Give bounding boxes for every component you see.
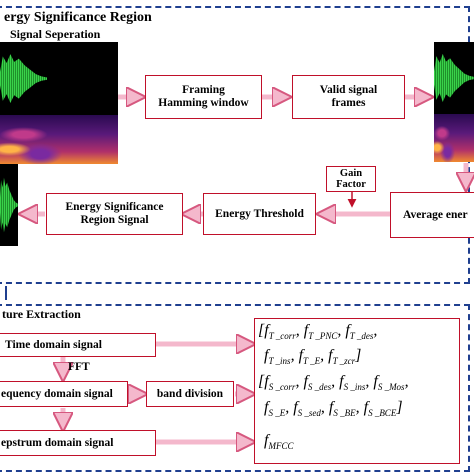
gain-factor-line1: Gain <box>339 168 363 179</box>
energy-threshold-label: Energy Threshold <box>215 207 304 220</box>
valid-frames-label-line1: Valid signal <box>319 84 378 96</box>
band-division-box: band division <box>146 381 234 407</box>
frames-spectrogram-image <box>434 42 474 162</box>
esr-label-line1: Energy Significance <box>65 201 164 213</box>
feature-s-corr: S _corr <box>268 382 296 393</box>
feature-set-box <box>254 318 460 464</box>
signal-separation-title-line2: Signal Seperation <box>10 27 101 41</box>
feature-s-mos: S _Mos <box>377 382 405 393</box>
signal-separation-title-line1: ergy Significance Region <box>4 10 152 25</box>
feature-t-e: T _E <box>303 356 321 367</box>
average-energy-label: Average ener <box>403 208 468 221</box>
frequency-domain-label: equency domain signal <box>1 387 113 400</box>
framing-box: Framing Hamming window <box>145 75 262 119</box>
valid-frames-label-line2: frames <box>331 97 366 109</box>
fft-label: FFT <box>68 361 90 373</box>
feature-s-be: S _BE <box>333 408 356 419</box>
feature-s-bce: S _BCE <box>368 408 397 419</box>
feature-t-corr: T _corr <box>268 331 296 342</box>
average-energy-box: Average ener <box>390 192 474 238</box>
time-domain-label: Time domain signal <box>5 338 102 351</box>
valid-frames-box: Valid signal frames <box>292 75 405 119</box>
feature-t-zcr: T _zcr <box>332 356 356 367</box>
gain-factor-box: Gain Factor <box>326 166 376 192</box>
energy-significance-region-box: Energy Significance Region Signal <box>46 193 183 235</box>
feature-s-e: S _E <box>268 408 286 419</box>
energy-threshold-box: Energy Threshold <box>203 193 316 235</box>
feature-row-1: [fT _corr, fT _PNC, fT _des, <box>258 322 378 342</box>
signal-separation-title: ergy Significance Region Signal Seperati… <box>4 10 152 42</box>
feature-extraction-panel <box>0 304 470 472</box>
feature-row-4: fS _E, fS _sed, fS _BE, fS _BCE] <box>264 399 403 419</box>
cepstrum-domain-label: epstrum domain signal <box>1 436 114 449</box>
framing-label-line2: Hamming window <box>158 97 249 109</box>
feature-t-pnc: T _PNC <box>308 331 338 342</box>
feature-row-2: fT _ins, fT _E, fT _zcr] <box>264 347 362 367</box>
feature-extraction-title: ture Extraction <box>2 306 81 322</box>
feature-t-ins: T _ins <box>268 356 291 367</box>
feature-s-ins: S _ins <box>343 382 366 393</box>
feature-row-5: fMFCC <box>264 432 294 452</box>
frequency-domain-box: equency domain signal <box>0 381 128 407</box>
input-spectrogram-image <box>0 42 118 164</box>
framing-label-line1: Framing <box>182 84 225 96</box>
feature-s-des: S _des <box>307 382 332 393</box>
feature-s-sed: S _sed <box>297 408 321 419</box>
feature-row-3: [fS _corr, fS _des, fS _ins, fS _Mos, <box>258 373 409 393</box>
feature-t-des: T _des <box>349 331 374 342</box>
esr-label-line2: Region Signal <box>80 214 149 226</box>
feature-mfcc: MFCC <box>268 441 294 452</box>
panel-connector-mark <box>5 286 7 300</box>
output-spectrogram-image <box>0 164 18 246</box>
gain-factor-line2: Factor <box>336 179 366 190</box>
cepstrum-domain-box: epstrum domain signal <box>0 430 156 456</box>
band-division-label: band division <box>156 387 224 400</box>
time-domain-box: Time domain signal <box>0 333 156 357</box>
